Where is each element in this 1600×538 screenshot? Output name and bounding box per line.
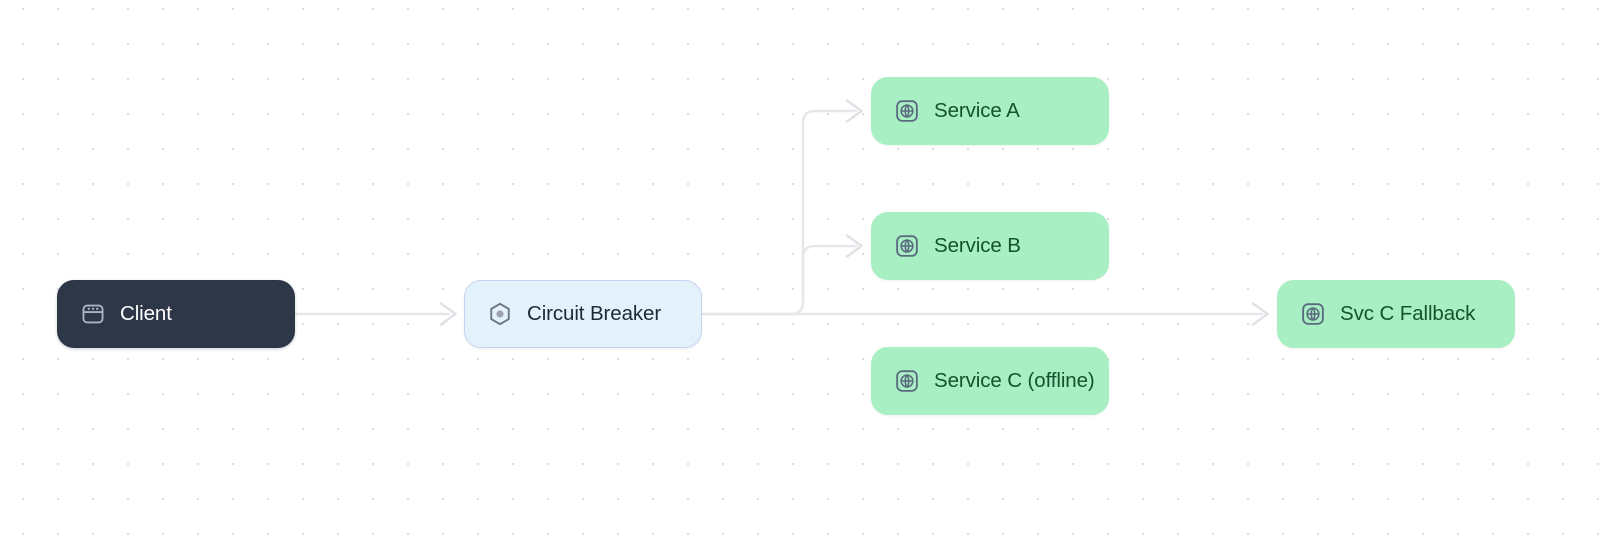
globe-icon bbox=[896, 235, 918, 257]
edge-circuit-breaker-to-service-b bbox=[801, 234, 863, 304]
node-service-a[interactable]: Service A bbox=[871, 77, 1109, 145]
node-label-service-b: Service B bbox=[934, 234, 1021, 257]
globe-icon bbox=[896, 100, 918, 122]
node-circuit-breaker[interactable]: Circuit Breaker bbox=[464, 280, 702, 348]
node-client[interactable]: Client bbox=[57, 280, 295, 348]
browser-window-icon bbox=[82, 304, 104, 324]
node-label-client: Client bbox=[120, 302, 172, 325]
globe-icon bbox=[1302, 303, 1324, 325]
edge-circuit-breaker-to-service-a bbox=[701, 99, 863, 316]
node-label-service-a: Service A bbox=[934, 99, 1020, 122]
node-service-b[interactable]: Service B bbox=[871, 212, 1109, 280]
node-label-service-c: Service C (offline) bbox=[934, 369, 1095, 392]
edge-circuit-breaker-to-svc-c-fallback bbox=[701, 302, 1269, 326]
node-svc-c-fallback[interactable]: Svc C Fallback bbox=[1277, 280, 1515, 348]
node-label-svc-c-fallback: Svc C Fallback bbox=[1340, 302, 1476, 325]
node-service-c[interactable]: Service C (offline) bbox=[871, 347, 1109, 415]
circuit-breaker-hexagon-icon bbox=[490, 302, 510, 326]
edge-client-to-circuit-breaker bbox=[294, 302, 457, 326]
globe-icon bbox=[896, 370, 918, 392]
node-label-circuit-breaker: Circuit Breaker bbox=[527, 302, 662, 325]
